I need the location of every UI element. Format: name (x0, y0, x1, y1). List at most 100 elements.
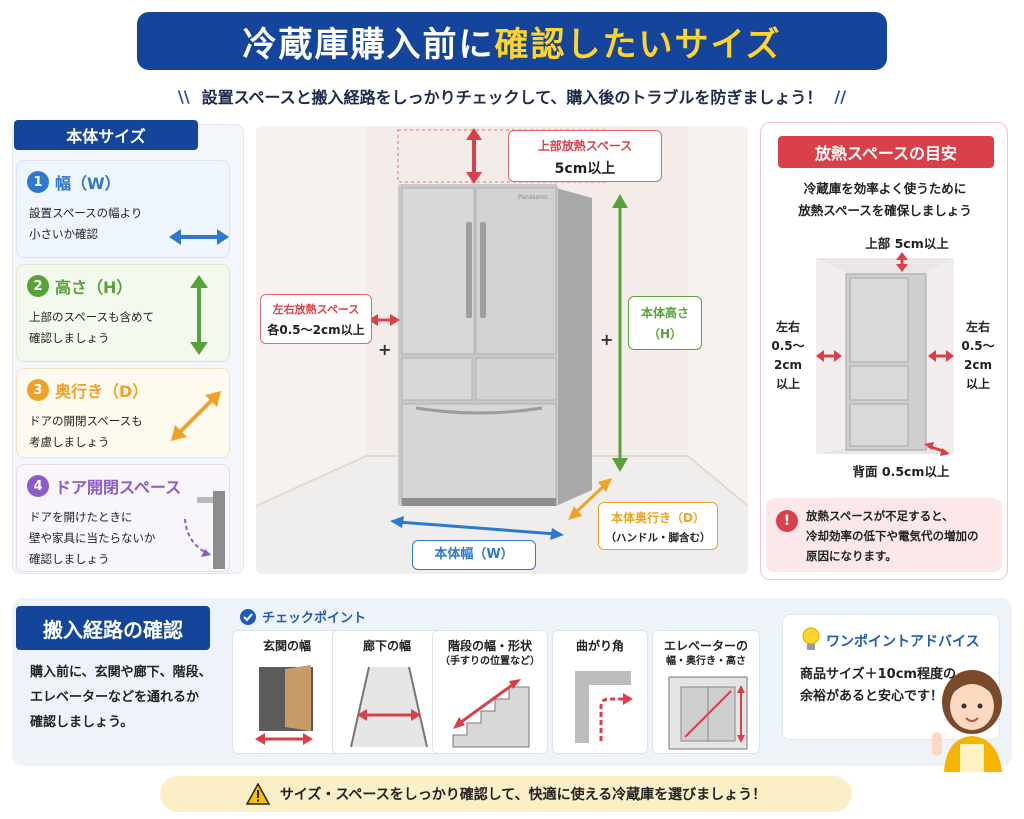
card-desc-line: 確認しましょう (29, 552, 110, 566)
card-desc-line: 上部のスペースも含めて (29, 310, 155, 324)
side-space-callout: 左右放熱スペース 各0.5～2cm以上 (260, 294, 372, 344)
number-badge: 1 (27, 171, 49, 193)
label-line: 左右 (965, 320, 990, 334)
number-badge: 4 (27, 475, 49, 497)
label-line: 以上 (965, 377, 990, 391)
subtitle: \\ 設置スペースと搬入経路をしっかりチェックして、購入後のトラブルを防ぎましょ… (120, 82, 904, 110)
route-title: 搬入経路の確認 (16, 606, 210, 650)
warning-line: 放熱スペースが不足すると、 (806, 509, 954, 523)
subtitle-text: 設置スペースと搬入経路をしっかりチェックして、購入後のトラブルを防ぎましょう！ (201, 88, 823, 107)
checkpoint-title: チェックポイント (262, 611, 367, 626)
check-entrance: 玄関の幅 (232, 630, 342, 754)
route-line: 確認しましょう。 (30, 715, 134, 730)
checkpoint-label: チェックポイント (240, 607, 366, 626)
height-unit: （H） (647, 327, 683, 341)
label-line: 0.5～ (771, 339, 805, 353)
route-desc: 購入前に、玄関や廊下、階段、 エレベーターなどを通れるか 確認しましょう。 (30, 660, 212, 735)
back-clearance-label: 背面 0.5cm以上 (852, 464, 950, 479)
stairs-icon (452, 679, 530, 748)
check-title: 曲がり角 (575, 639, 624, 653)
advice-line: 余裕があると安心です！ (800, 689, 944, 704)
label-line: 2cm (964, 358, 992, 372)
warning-box: ! 放熱スペースが不足すると、 冷却効率の低下や電気代の増加の 原因になります。 (766, 498, 1002, 572)
fridge-illustration-panel: 上部放熱スペース 5cm以上 左右放熱スペース 各0.5～2cm以上 本体高さ … (256, 126, 748, 574)
check-title-sub: 幅・奥行き・高さ (666, 656, 746, 667)
lightbulb-icon (802, 627, 820, 650)
hallway-icon (350, 666, 428, 748)
height-callout: 本体高さ （H） (628, 296, 702, 350)
card-title: 幅（W） (55, 174, 121, 193)
elevator-icon (668, 676, 748, 750)
body-size-title: 本体サイズ (14, 120, 198, 150)
warning-icon: ! (776, 510, 798, 532)
label-line: 2cm (774, 358, 802, 372)
title-part1: 冷蔵庫購入前に (242, 24, 495, 65)
card-desc: ドアの開閉スペースも 考慮しましょう (29, 411, 143, 453)
label-line: 0.5～ (961, 339, 995, 353)
page-title: 冷蔵庫購入前に確認したいサイズ (137, 12, 887, 70)
right-clearance-label: 左右 0.5～ 2cm 以上 (958, 318, 998, 394)
depth-note: （ハンドル・脚含む） (605, 532, 711, 544)
card-depth: 3 奥行き（D） ドアの開閉スペースも 考慮しましょう (16, 368, 230, 458)
check-title: 階段の幅・形状 （手すりの位置など） (433, 639, 547, 669)
footer-text: サイズ・スペースをしっかり確認して、快適に使える冷蔵庫を選びましょう！ (279, 787, 767, 803)
route-line: エレベーターなどを通れるか (30, 690, 200, 705)
desc-line: 冷蔵庫を効率よく使うために (803, 181, 967, 196)
route-line: 購入前に、玄関や廊下、階段、 (30, 665, 212, 680)
card-door-space: 4 ドア開閉スペース ドアを開けたときに 壁や家具に当たらないか 確認しましょう (16, 464, 230, 572)
check-title-main: エレベーターの (663, 639, 748, 653)
advice-text: 商品サイズ＋10cm程度の 余裕があると安心です！ (800, 664, 956, 708)
check-corner: 曲がり角 (552, 630, 648, 754)
advice-line: 商品サイズ＋10cm程度の (800, 667, 956, 682)
top-clearance-label: 上部 5cm以上 (865, 236, 949, 251)
door-swing-icon (184, 491, 225, 569)
advice-title: ワンポイントアドバイス (826, 634, 980, 650)
check-title-sub: （手すりの位置など） (440, 656, 540, 667)
card-desc-line: 設置スペースの幅より (29, 206, 143, 220)
warning-line: 原因になります。 (806, 549, 897, 563)
check-title: 廊下の幅 (362, 639, 411, 653)
warning-line: 冷却効率の低下や電気代の増加の (806, 529, 979, 543)
top-space-label: 上部放熱スペース (537, 139, 633, 153)
card-title: ドア開閉スペース (55, 478, 182, 497)
horizontal-arrow-icon (169, 229, 229, 245)
corner-icon (575, 671, 633, 743)
slash-right: // (834, 86, 847, 106)
height-label: 本体高さ (640, 306, 689, 320)
fridge-clearance-diagram (816, 252, 954, 456)
card-height: 2 高さ（H） 上部のスペースも含めて 確認しましょう (16, 264, 230, 362)
warning-text: 放熱スペースが不足すると、 冷却効率の低下や電気代の増加の 原因になります。 (806, 506, 979, 566)
plus-mark: + (378, 340, 392, 359)
card-width: 1 幅（W） 設置スペースの幅より 小さいか確認 (16, 160, 230, 258)
footer-banner: サイズ・スペースをしっかり確認して、快適に使える冷蔵庫を選びましょう！ (160, 776, 852, 812)
number-badge: 2 (27, 275, 49, 297)
depth-callout: 本体奥行き（D） （ハンドル・脚含む） (598, 502, 718, 550)
card-title: 奥行き（D） (55, 382, 149, 401)
check-title: エレベーターの 幅・奥行き・高さ (653, 639, 759, 669)
heat-space-desc: 冷蔵庫を効率よく使うために 放熱スペースを確保しましょう (772, 178, 998, 222)
width-callout: 本体幅（W） (412, 540, 536, 570)
side-space-label: 左右放熱スペース (272, 303, 360, 316)
card-desc-line: 小さいか確認 (29, 227, 98, 241)
desc-line: 放熱スペースを確保しましょう (798, 203, 972, 218)
plus-mark: + (600, 330, 614, 349)
label-line: 以上 (775, 377, 800, 391)
top-space-callout: 上部放熱スペース 5cm以上 (508, 130, 662, 182)
check-icon (240, 608, 256, 625)
card-desc: 上部のスペースも含めて 確認しましょう (29, 307, 154, 349)
card-desc-line: 壁や家具に当たらないか (29, 531, 156, 545)
card-desc: ドアを開けたときに 壁や家具に当たらないか 確認しましょう (29, 507, 156, 570)
fridge-room-illustration (256, 126, 748, 574)
brand-logo: Panasonic (518, 194, 549, 201)
heat-space-title: 放熱スペースの目安 (778, 136, 994, 168)
card-desc-line: ドアの開閉スペースも (29, 414, 143, 428)
warning-triangle-icon (245, 783, 270, 805)
diagonal-arrow-icon (171, 391, 221, 441)
label-line: 左右 (775, 320, 800, 334)
top-space-value: 5cm以上 (554, 161, 616, 177)
check-title: 玄関の幅 (262, 639, 311, 653)
card-desc: 設置スペースの幅より 小さいか確認 (29, 203, 142, 245)
check-hallway: 廊下の幅 (332, 630, 442, 754)
card-desc-line: 考慮しましょう (29, 435, 110, 449)
entrance-door-icon (255, 665, 313, 745)
